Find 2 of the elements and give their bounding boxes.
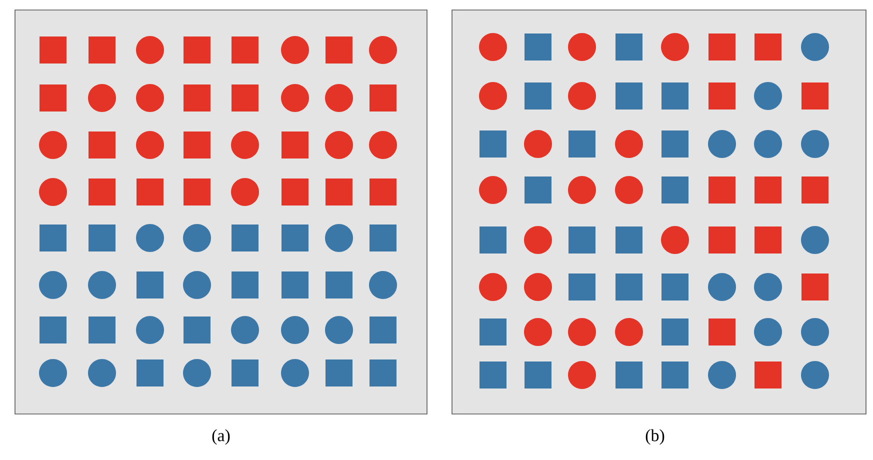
node-label: (a) [212,429,230,445]
node-label: (b) [646,429,664,445]
